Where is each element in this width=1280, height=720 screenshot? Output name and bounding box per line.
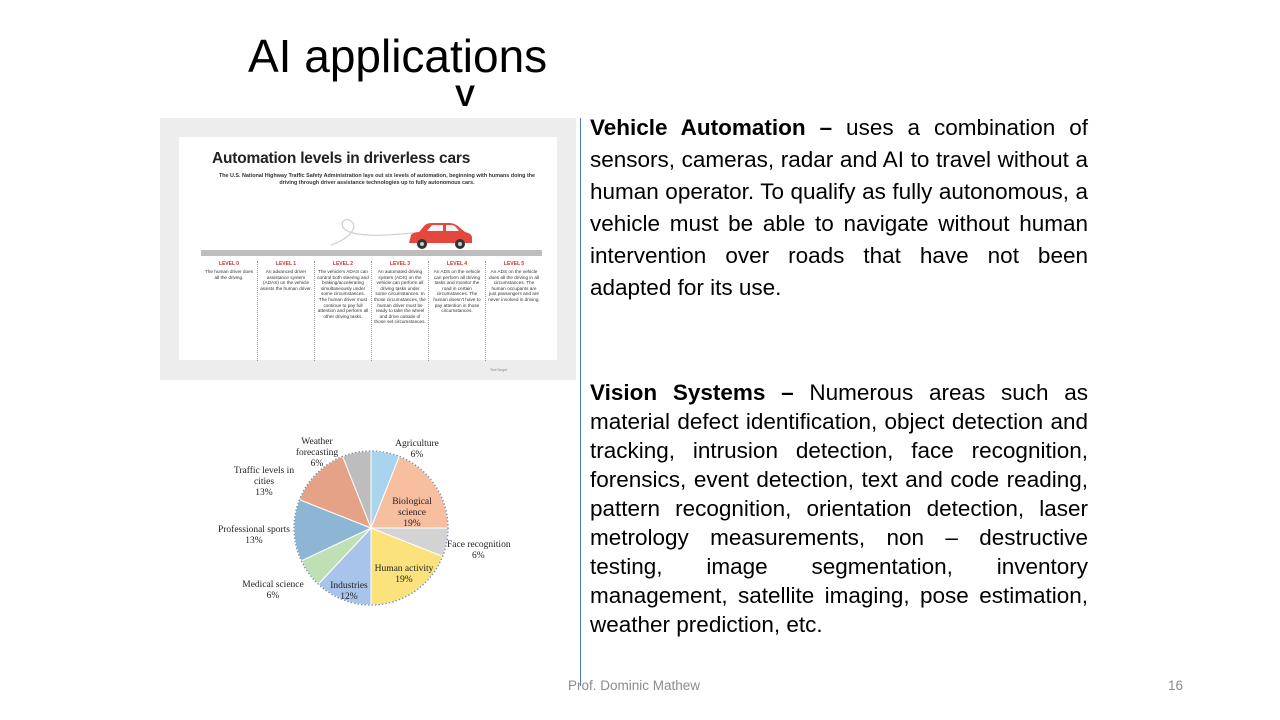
road-curve-icon xyxy=(330,219,414,246)
vision-systems-body: Numerous areas such as material defect i… xyxy=(590,380,1088,637)
level-name: LEVEL 4 xyxy=(446,261,468,267)
level-column: LEVEL 2 The vehicle's ADAS can control b… xyxy=(314,261,371,361)
vertical-divider xyxy=(580,118,581,686)
brand-logo: TechTarget xyxy=(490,368,508,372)
level-column: LEVEL 4 An ADS on the vehicle can perfor… xyxy=(428,261,485,361)
page-number: 16 xyxy=(1168,678,1184,693)
car-icon xyxy=(409,223,472,249)
level-name: LEVEL 5 xyxy=(503,261,525,267)
road-bar xyxy=(201,250,542,256)
vehicle-automation-paragraph: Vehicle Automation – uses a combination … xyxy=(590,112,1088,304)
level-name: LEVEL 0 xyxy=(218,261,240,267)
level-name: LEVEL 2 xyxy=(332,261,354,267)
level-column: LEVEL 1 An advanced driver assistance sy… xyxy=(257,261,314,361)
title-mark: V xyxy=(455,80,476,113)
vehicle-automation-body: uses a combination of sensors, cameras, … xyxy=(590,115,1089,300)
level-description: An automated driving system (ADS) on the… xyxy=(374,269,426,325)
level-name: LEVEL 3 xyxy=(389,261,411,267)
level-name: LEVEL 1 xyxy=(275,261,297,267)
level-description: An advanced driver assistance system (AD… xyxy=(260,269,312,291)
level-column: LEVEL 3 An automated driving system (ADS… xyxy=(371,261,428,361)
vision-systems-lead: Vision Systems – xyxy=(590,380,794,405)
level-description: The vehicle's ADAS can control both stee… xyxy=(317,269,369,319)
footer-author: Prof. Dominic Mathew xyxy=(568,678,701,693)
pie-rim xyxy=(293,450,449,606)
level-description: An ADS on the vehicle does all the drivi… xyxy=(488,269,540,302)
infographic-subtitle: The U.S. National Highway Traffic Safety… xyxy=(218,173,536,186)
automation-levels-infographic: Automation levels in driverless cars The… xyxy=(160,118,576,380)
infographic-title: Automation levels in driverless cars xyxy=(212,150,471,167)
level-description: The human driver does all the driving. xyxy=(204,269,254,280)
slide-title: AI applications xyxy=(248,30,548,82)
level-description: An ADS on the vehicle can perform all dr… xyxy=(433,269,481,314)
vehicle-automation-lead: Vehicle Automation – xyxy=(590,115,833,140)
infographic-card: Automation levels in driverless cars The… xyxy=(179,137,557,361)
levels-row: LEVEL 0 The human driver does all the dr… xyxy=(201,261,542,361)
level-column: LEVEL 5 An ADS on the vehicle does all t… xyxy=(485,261,542,361)
level-column: LEVEL 0 The human driver does all the dr… xyxy=(201,261,257,361)
vision-systems-paragraph: Vision Systems – Numerous areas such as … xyxy=(590,378,1088,639)
